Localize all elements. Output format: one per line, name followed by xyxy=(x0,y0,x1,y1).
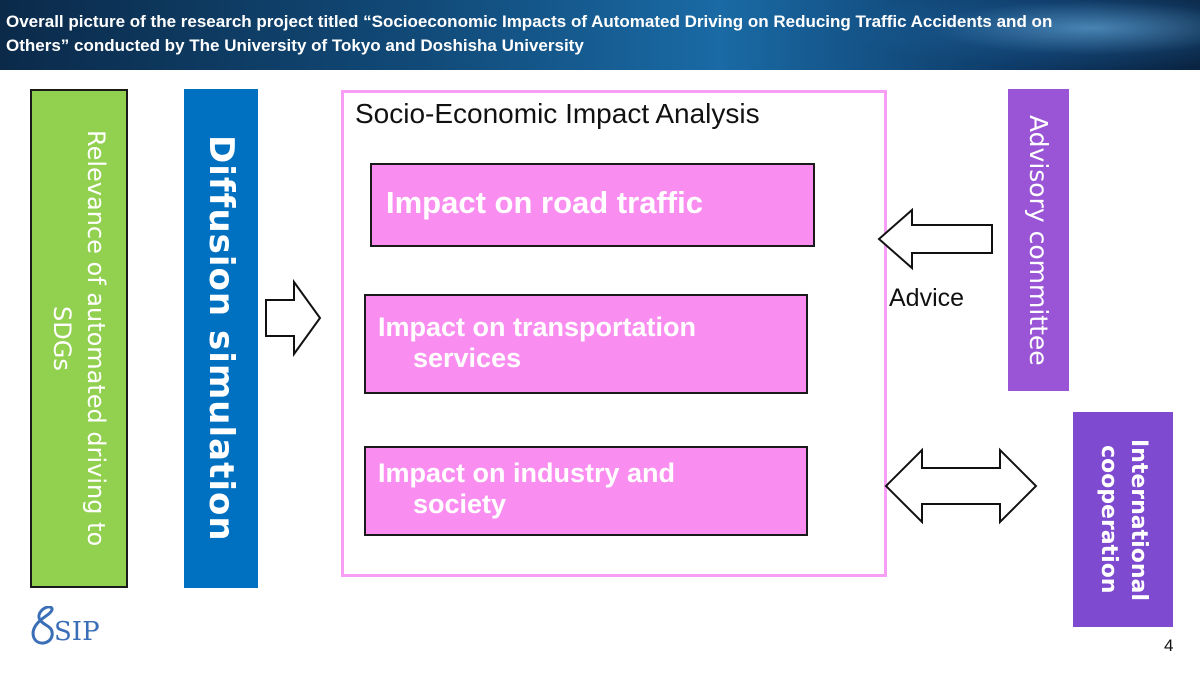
advisory-committee-text: Advisory committee xyxy=(1024,114,1053,366)
impact-industry-label-line1: Impact on industry and xyxy=(378,458,676,488)
analysis-title: Socio-Economic Impact Analysis xyxy=(355,98,760,129)
slide-title: Overall picture of the research project … xyxy=(6,12,1053,55)
impact-road-traffic-box: Impact on road traffic xyxy=(370,163,815,247)
international-cooperation-text: International cooperation xyxy=(1096,438,1151,601)
right-arrow-icon xyxy=(265,278,322,358)
advisory-committee-box: Advisory committee xyxy=(1008,89,1069,391)
double-arrow-icon xyxy=(884,447,1038,525)
sdgs-relevance-text: Relevance of automated driving to SDGs xyxy=(48,130,110,547)
impact-industry-box: Impact on industry and society xyxy=(364,446,808,536)
sip-logo-text: SIP xyxy=(54,617,100,646)
impact-road-traffic-label: Impact on road traffic xyxy=(386,185,703,220)
impact-transportation-box: Impact on transportation services xyxy=(364,294,808,394)
page-number: 4 xyxy=(1164,636,1174,655)
impact-transportation-label-line2: services xyxy=(413,343,522,373)
impact-transportation-label-line1: Impact on transportation xyxy=(378,312,697,342)
impact-industry-label-line2: society xyxy=(413,489,507,519)
slide-header: Overall picture of the research project … xyxy=(0,0,1200,70)
sip-logo: SIP xyxy=(31,606,100,646)
sdgs-relevance-box: Relevance of automated driving to SDGs xyxy=(30,89,128,588)
diffusion-simulation-box: Diffusion simulation xyxy=(184,89,258,588)
advice-label: Advice xyxy=(889,284,965,312)
left-arrow-icon xyxy=(877,207,993,271)
international-cooperation-box: International cooperation xyxy=(1073,412,1173,627)
header-car-graphic xyxy=(840,0,1200,70)
diffusion-simulation-text: Diffusion simulation xyxy=(201,135,241,542)
